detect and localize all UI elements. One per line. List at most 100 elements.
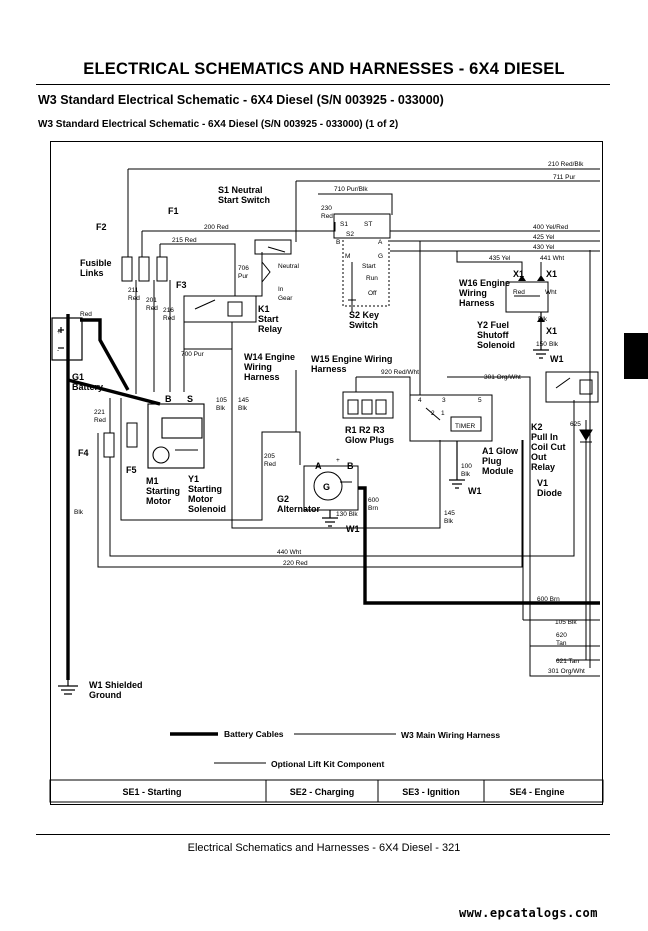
label-r-2: Glow Plugs bbox=[345, 435, 394, 445]
s2-pos-run: Run bbox=[366, 275, 378, 282]
wl-435: 435 Yel bbox=[489, 255, 511, 262]
label-w14-2: Wiring bbox=[244, 362, 272, 372]
key-switch-s2-positions bbox=[342, 237, 390, 307]
wire-205 bbox=[120, 398, 301, 521]
wire-710 bbox=[318, 193, 393, 215]
wl-201-1: 201 bbox=[146, 297, 157, 304]
wl-710: 710 Pur/Blk bbox=[334, 186, 368, 193]
glow-plug-r1 bbox=[347, 399, 359, 415]
wl-706-2: Pur bbox=[238, 273, 249, 280]
wl-red-y2: Red bbox=[513, 289, 525, 296]
label-y2-2: Shutoff bbox=[477, 330, 509, 340]
fuse-f4 bbox=[103, 432, 115, 458]
label-w15-2: Harness bbox=[311, 364, 347, 374]
k2-coil bbox=[579, 379, 593, 395]
wl-105-2: Blk bbox=[216, 405, 226, 412]
label-s2-1: S2 Key bbox=[349, 310, 379, 320]
alternator-box bbox=[303, 465, 359, 511]
label-k1-3: Relay bbox=[258, 324, 282, 334]
neutral-switch-contact bbox=[267, 246, 286, 253]
label-g1-2: Battery bbox=[72, 382, 103, 392]
label-f4: F4 bbox=[78, 448, 89, 458]
wl-216-1: 216 bbox=[163, 307, 174, 314]
wl-211-2: Red bbox=[128, 295, 140, 302]
k2-contact bbox=[555, 377, 571, 389]
start-relay-k1 bbox=[183, 295, 257, 323]
section-se3: SE3 - Ignition bbox=[402, 787, 460, 797]
wl-100-2: Blk bbox=[461, 471, 471, 478]
s1-pos-in: In bbox=[278, 286, 284, 293]
wl-105b: 105 Blk bbox=[555, 619, 577, 626]
wl-301b: 301 Org/Wht bbox=[548, 668, 585, 675]
wire-600 bbox=[358, 486, 600, 605]
wl-150: 150 bbox=[536, 341, 547, 348]
wire-200 bbox=[142, 222, 336, 232]
label-shielded-2: Ground bbox=[89, 690, 122, 700]
figure-title: W3 Standard Electrical Schematic - 6X4 D… bbox=[38, 119, 399, 130]
label-y2-3: Solenoid bbox=[477, 340, 515, 350]
wire-301 bbox=[447, 376, 531, 400]
wl-216-2: Red bbox=[163, 315, 175, 322]
label-y1-4: Solenoid bbox=[188, 504, 226, 514]
label-f1: F1 bbox=[168, 206, 179, 216]
wl-200: 200 Red bbox=[204, 224, 229, 231]
ground-symbol-shielded bbox=[58, 680, 78, 695]
solenoid-box bbox=[161, 417, 203, 439]
label-f2: F2 bbox=[96, 222, 107, 232]
label-x1-a: X1 bbox=[513, 269, 524, 279]
wl-230-2: Red bbox=[321, 213, 333, 220]
s2-pos-st: ST bbox=[364, 221, 372, 228]
label-r-1: R1 R2 R3 bbox=[345, 425, 385, 435]
s2-pos-m: M bbox=[345, 253, 350, 260]
terminal-s: S bbox=[187, 394, 193, 404]
label-w14-3: Harness bbox=[244, 372, 280, 382]
wl-221-2: Red bbox=[94, 417, 106, 424]
label-k1-2: Start bbox=[258, 314, 279, 324]
label-shielded-1: W1 Shielded bbox=[89, 680, 143, 690]
wl-150-blk: Blk bbox=[549, 341, 559, 348]
motor-m1-icon bbox=[152, 446, 170, 464]
terminal-3: 3 bbox=[442, 397, 446, 404]
ground-symbol-w1-alt bbox=[322, 510, 338, 527]
s2-pos-a: A bbox=[378, 239, 383, 246]
fuse-f1 bbox=[138, 256, 150, 282]
label-k1-1: K1 bbox=[258, 304, 270, 314]
connector-x1-a-icon bbox=[518, 275, 526, 281]
wl-211-1: 211 bbox=[128, 287, 139, 294]
label-k2-4: Out bbox=[531, 452, 547, 462]
label-w15-1: W15 Engine Wiring bbox=[311, 354, 392, 364]
label-w14-1: W14 Engine bbox=[244, 352, 295, 362]
wl-145a-1: 145 bbox=[238, 397, 249, 404]
wl-blk-y2: Blk bbox=[538, 316, 548, 323]
label-w1-y2: W1 bbox=[550, 354, 564, 364]
terminal-4: 4 bbox=[418, 397, 422, 404]
wl-201-2: Red bbox=[146, 305, 158, 312]
label-w16-1: W16 Engine bbox=[459, 278, 510, 288]
s2-pos-off: Off bbox=[368, 290, 377, 297]
wl-706-1: 706 bbox=[238, 265, 249, 272]
timer-box bbox=[450, 416, 482, 432]
fuel-shutoff-solenoid-y2 bbox=[505, 281, 549, 313]
label-m1-2: Starting bbox=[146, 486, 180, 496]
wl-621: 621 Tan bbox=[556, 658, 579, 665]
diode-v1 bbox=[579, 429, 593, 443]
glow-plugs-r bbox=[342, 391, 394, 419]
legend-w3-main: W3 Main Wiring Harness bbox=[401, 730, 500, 740]
key-switch-s2-body bbox=[333, 213, 391, 239]
label-timer: TIMER bbox=[455, 423, 476, 430]
label-fusible-2: Links bbox=[80, 268, 104, 278]
legend-optional: Optional Lift Kit Component bbox=[271, 759, 384, 769]
terminal-b: B bbox=[165, 394, 172, 404]
wl-blk-ground: Blk bbox=[74, 509, 84, 516]
label-s1-2: Start Switch bbox=[218, 195, 270, 205]
label-y1-3: Motor bbox=[188, 494, 213, 504]
ground-symbol-w1-a1 bbox=[449, 441, 465, 489]
connector-x1-b-icon bbox=[537, 275, 545, 281]
label-fusible-1: Fusible bbox=[80, 258, 112, 268]
s2-pos-s1: S1 bbox=[340, 221, 348, 228]
label-f5: F5 bbox=[126, 465, 137, 475]
wl-400: 400 Yel/Red bbox=[533, 224, 568, 231]
section-se1: SE1 - Starting bbox=[122, 787, 181, 797]
wl-221-1: 221 bbox=[94, 409, 105, 416]
